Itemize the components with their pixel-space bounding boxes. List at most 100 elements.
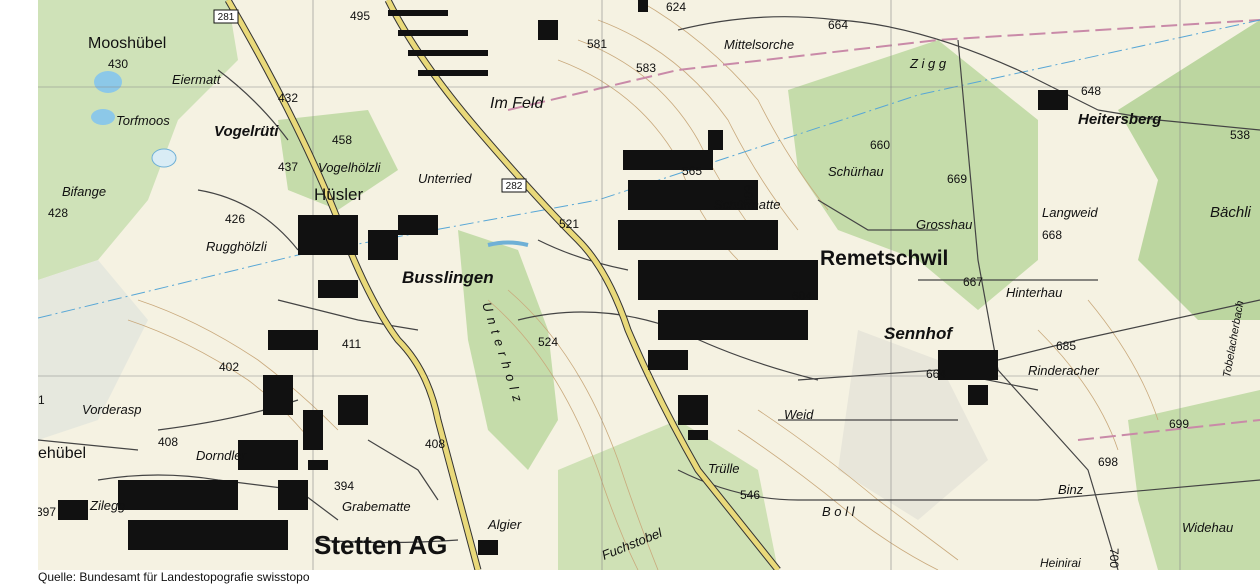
forest-areas — [38, 0, 1260, 570]
place-label-ehuebel: ehübel — [38, 445, 86, 462]
road-number-label: 282 — [506, 181, 523, 192]
place-label-busslingen: Busslingen — [402, 268, 494, 287]
grid-lines — [38, 0, 1260, 570]
water — [91, 71, 529, 247]
elevation-labels: 430 432 458 437 428 426 495 581 583 624 … — [38, 0, 1250, 568]
hillshade — [38, 260, 148, 440]
elevation-label: 664 — [926, 367, 946, 381]
contour-label: 700 — [1107, 548, 1121, 568]
place-label-rinderacher: Rinderacher — [1028, 363, 1099, 378]
elevation-label: 546 — [740, 488, 760, 502]
place-label-rugghoelzli: Rugghölzli — [206, 239, 268, 254]
elevation-label: 394 — [334, 479, 354, 493]
place-label-vogelholzli: Vogelhölzli — [318, 160, 382, 175]
place-label-zigg: Z i g g — [909, 56, 947, 71]
stream — [487, 240, 529, 247]
elevation-label: 669 — [947, 172, 967, 186]
forest-area — [458, 230, 558, 470]
elevation-label: 660 — [870, 138, 890, 152]
hillshade — [838, 330, 988, 520]
elevation-label: 411 — [342, 337, 361, 351]
forest-area — [278, 110, 398, 210]
elevation-label: 408 — [425, 437, 445, 451]
elevation-label: 408 — [158, 435, 178, 449]
place-label-stetten: Stetten AG — [314, 530, 447, 560]
elevation-label: 685 — [1056, 339, 1076, 353]
place-label-boll: B o l l — [822, 504, 856, 519]
source-credit: Quelle: Bundesamt für Landestopografie s… — [38, 570, 310, 584]
place-label-mooshubel: Mooshübel — [88, 35, 166, 52]
elevation-label: 583 — [636, 61, 656, 75]
elevation-label: 648 — [1081, 84, 1101, 98]
elevation-label: 458 — [332, 133, 352, 147]
elevation-label: 698 — [1098, 455, 1118, 469]
road-number-label: 281 — [218, 12, 235, 23]
place-label-schurmatte: Schürmatte — [714, 197, 780, 212]
elevation-label: 524 — [538, 335, 558, 349]
boundary-line — [1077, 419, 1260, 441]
elevation-label: 581 — [587, 37, 607, 51]
boundary-line — [507, 19, 1260, 111]
place-label-trulle: Trülle — [708, 461, 740, 476]
elevation-label: 538 — [1230, 128, 1250, 142]
elevation-label: 430 — [108, 57, 128, 71]
forest-area — [38, 0, 238, 280]
place-label-heitersberg: Heitersberg — [1078, 111, 1161, 128]
lake — [94, 71, 122, 93]
marsh — [151, 148, 177, 168]
topographic-map[interactable]: 281 282 430 432 458 437 428 426 495 581 … — [38, 0, 1260, 570]
place-label-langweid: Langweid — [1042, 205, 1098, 220]
place-label-algier: Algier — [487, 517, 522, 532]
place-label-widehau: Widehau — [1182, 520, 1233, 535]
place-label-dorndler: Dorndler — [196, 448, 247, 463]
place-label-im-feld: Im Feld — [490, 95, 544, 112]
elevation-label: 565 — [682, 164, 702, 178]
forest-area — [1118, 20, 1260, 320]
elevation-label: 428 — [48, 206, 68, 220]
elevation-label: 397 — [38, 505, 56, 519]
contour-label: 600 — [741, 185, 755, 205]
place-label-unterried: Unterried — [418, 171, 472, 186]
map-canvas: 281 282 430 432 458 437 428 426 495 581 … — [38, 0, 1260, 570]
place-label-grosshau: Grosshau — [916, 217, 972, 232]
place-label-husler: Hüsler — [314, 185, 363, 204]
forest-area — [558, 420, 778, 570]
elevation-label: 668 — [1042, 228, 1062, 242]
forest-area — [1128, 390, 1260, 570]
place-label-sennhof: Sennhof — [884, 324, 954, 343]
main-roads — [224, 0, 781, 570]
place-label-vorderasp: Vorderasp — [82, 402, 142, 417]
elevation-label: 426 — [225, 212, 245, 226]
place-label-remetschwil: Remetschwil — [820, 247, 948, 270]
place-label-bifange: Bifange — [62, 184, 106, 199]
buildings — [58, 0, 1068, 555]
elevation-label: 624 — [666, 0, 686, 14]
road-number-282: 282 — [501, 178, 527, 193]
elevation-label: 699 — [1169, 417, 1189, 431]
elevation-label: 432 — [278, 91, 298, 105]
elevation-label: 437 — [278, 160, 298, 174]
elevation-label: 604 — [792, 289, 812, 303]
elevation-label: 495 — [350, 9, 370, 23]
place-label-bachli: Bächli — [1210, 204, 1252, 221]
transmission-line — [38, 19, 1260, 319]
place-label-binz: Binz — [1058, 482, 1084, 497]
elevation-label: 521 — [559, 217, 579, 231]
place-label-eiermatt: Eiermatt — [172, 72, 222, 87]
elevation-label: 1 — [38, 393, 45, 407]
elevation-label: 667 — [963, 275, 983, 289]
place-label-schurhau: Schürhau — [828, 164, 884, 179]
place-label-hinterhau: Hinterhau — [1006, 285, 1062, 300]
place-label-torfmoos: Torfmoos — [116, 113, 170, 128]
place-label-weid: Weid — [784, 407, 814, 422]
road-number-281: 281 — [213, 9, 239, 24]
place-label-heinirai: Heinirai — [1040, 556, 1081, 570]
forest-area — [788, 40, 1038, 310]
place-label-mittelsorche: Mittelsorche — [724, 37, 794, 52]
lake — [91, 109, 115, 125]
place-label-zilegg: Zilegg — [89, 498, 126, 513]
place-label-grabematte: Grabematte — [342, 499, 411, 514]
place-label-vogelruti: Vogelrüti — [214, 123, 279, 140]
elevation-label: 402 — [219, 360, 239, 374]
elevation-label: 664 — [828, 18, 848, 32]
